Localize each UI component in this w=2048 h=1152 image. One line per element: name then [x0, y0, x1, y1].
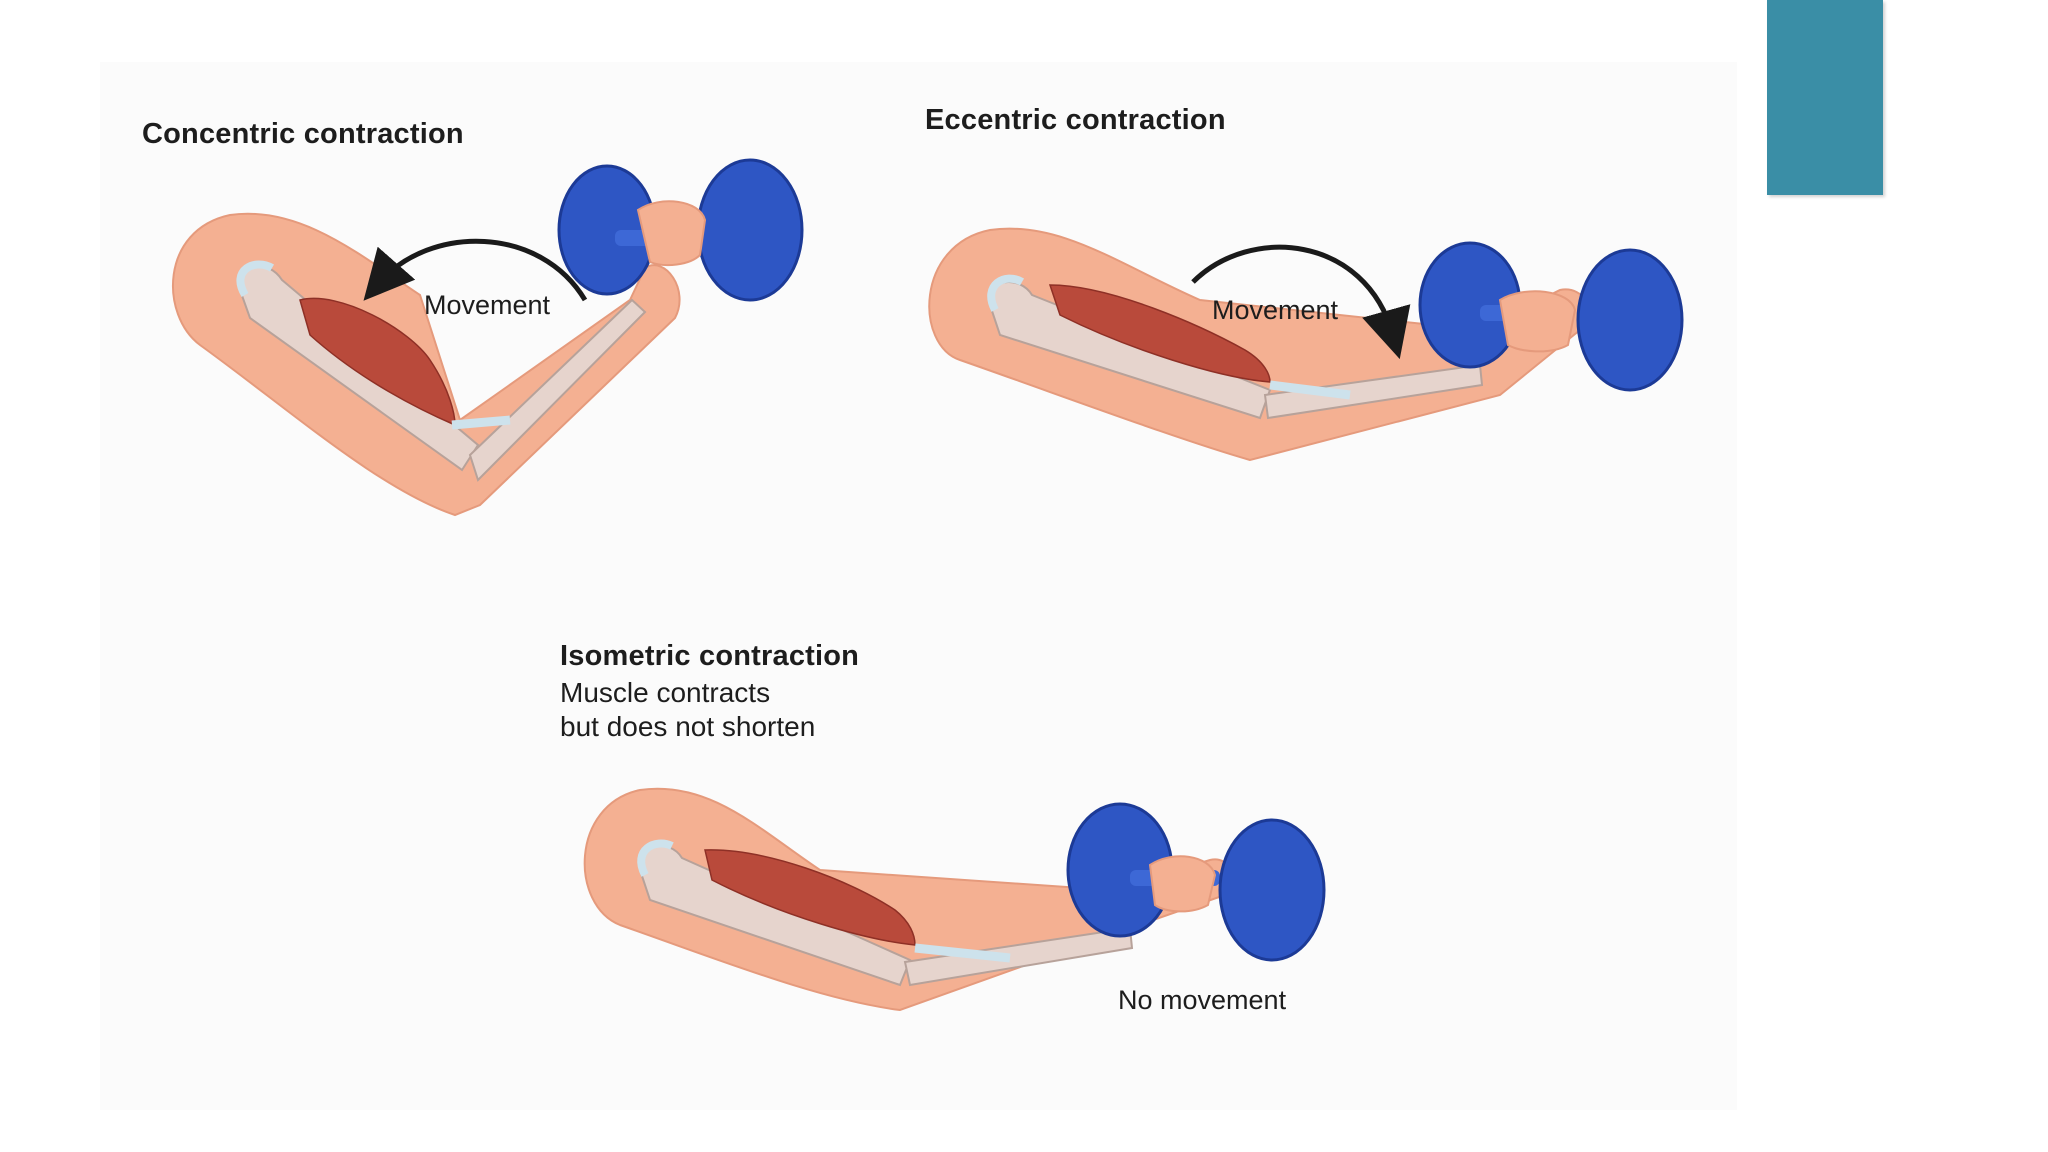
isometric-subtitle-line2: but does not shorten: [560, 711, 816, 742]
isometric-skin: [583, 787, 1234, 1012]
isometric-biceps-muscle: [704, 849, 916, 946]
eccentric-forearm-bone: [1263, 363, 1484, 420]
eccentric-biceps-muscle: [1048, 284, 1271, 383]
concentric-tendon: [451, 415, 511, 430]
isometric-dumbbell: [1066, 802, 1326, 962]
eccentric-movement-label: Movement: [1212, 295, 1339, 325]
isometric-no-movement-label: No movement: [1118, 985, 1287, 1015]
isometric-arm-illustration: [583, 787, 1326, 1012]
concentric-movement-arrow: [363, 238, 588, 302]
concentric-humerus-head: [236, 260, 275, 298]
concentric-arm-illustration: [172, 158, 804, 517]
isometric-hand: [1148, 855, 1217, 913]
concentric-hand: [636, 200, 707, 267]
eccentric-title: Eccentric contraction: [925, 104, 1226, 136]
isometric-forearm-bone: [903, 926, 1134, 987]
concentric-movement-label: Movement: [424, 290, 551, 320]
isometric-subtitle-line1: Muscle contracts: [560, 677, 771, 708]
isometric-title: Isometric contraction: [560, 640, 860, 672]
eccentric-movement-arrow: [1191, 244, 1411, 360]
eccentric-tendon: [1269, 380, 1351, 400]
isometric-humerus-head: [637, 839, 674, 877]
eccentric-arm-illustration: [928, 227, 1684, 462]
concentric-title: Concentric contraction: [142, 118, 464, 150]
concentric-biceps-muscle: [299, 297, 456, 427]
concentric-forearm-bone: [468, 298, 647, 482]
slide-accent-tab: [1767, 0, 1883, 195]
isometric-tendon: [914, 943, 1011, 963]
eccentric-skin: [928, 227, 1591, 462]
eccentric-hand: [1498, 290, 1577, 353]
eccentric-humerus-head: [987, 274, 1025, 312]
eccentric-dumbbell: [1418, 241, 1684, 392]
